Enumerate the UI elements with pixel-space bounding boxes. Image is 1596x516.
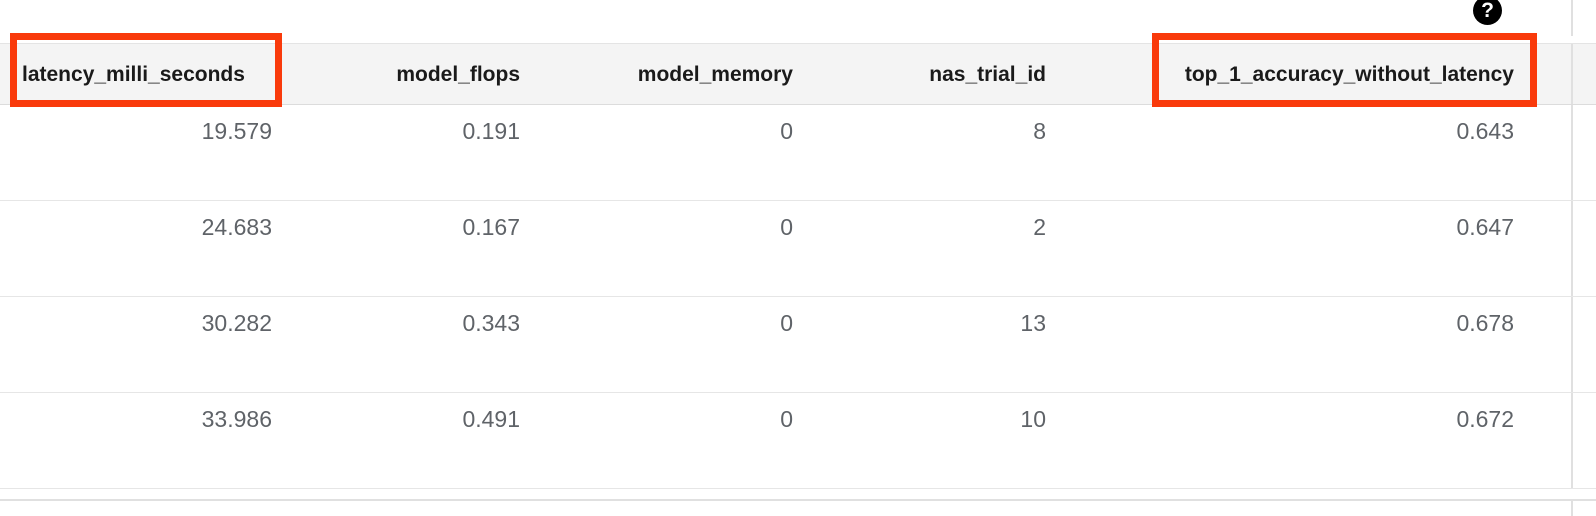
cell-model_memory: 0 <box>780 118 793 144</box>
column-divider <box>1571 105 1573 200</box>
cell-nas_trial_id: 10 <box>1020 406 1046 432</box>
table-top-strip: ? <box>0 0 1596 43</box>
table-bottom-rule <box>0 499 1596 501</box>
cell-model_flops: 0.191 <box>462 118 520 144</box>
column-header-latency_milli_seconds[interactable]: latency_milli_seconds <box>22 63 245 86</box>
column-header-nas_trial_id[interactable]: nas_trial_id <box>929 63 1046 86</box>
cell-latency_milli_seconds: 24.683 <box>201 214 272 240</box>
table-row[interactable]: 30.282 0.343 0 13 0.678 <box>0 297 1596 393</box>
column-divider <box>1571 201 1573 296</box>
column-header-model_memory[interactable]: model_memory <box>637 63 793 86</box>
cell-nas_trial_id: 13 <box>1020 310 1046 336</box>
cell-nas_trial_id: 2 <box>1033 214 1046 240</box>
cell-top_1_accuracy_without_latency: 0.647 <box>1456 214 1514 240</box>
column-header-model_flops[interactable]: model_flops <box>396 63 520 86</box>
column-divider <box>1571 44 1573 104</box>
cell-latency_milli_seconds: 19.579 <box>201 118 272 144</box>
cell-model_memory: 0 <box>780 406 793 432</box>
cell-model_flops: 0.491 <box>462 406 520 432</box>
table-row[interactable]: 19.579 0.191 0 8 0.643 <box>0 105 1596 201</box>
cell-latency_milli_seconds: 30.282 <box>201 310 272 336</box>
column-header-top_1_accuracy_without_latency[interactable]: top_1_accuracy_without_latency <box>1184 63 1514 86</box>
column-divider-top <box>1571 0 1573 36</box>
help-icon[interactable]: ? <box>1473 0 1502 25</box>
table-row[interactable]: 33.986 0.491 0 10 0.672 <box>0 393 1596 489</box>
cell-model_flops: 0.167 <box>462 214 520 240</box>
cell-top_1_accuracy_without_latency: 0.643 <box>1456 118 1514 144</box>
cell-nas_trial_id: 8 <box>1033 118 1046 144</box>
cell-top_1_accuracy_without_latency: 0.672 <box>1456 406 1514 432</box>
cell-top_1_accuracy_without_latency: 0.678 <box>1456 310 1514 336</box>
column-divider <box>1571 393 1573 488</box>
table-header-row: latency_milli_seconds model_flops model_me… <box>0 43 1596 105</box>
cell-latency_milli_seconds: 33.986 <box>201 406 272 432</box>
column-divider <box>1571 297 1573 392</box>
column-divider-bottom <box>1571 501 1573 516</box>
cell-model_flops: 0.343 <box>462 310 520 336</box>
cell-model_memory: 0 <box>780 214 793 240</box>
cell-model_memory: 0 <box>780 310 793 336</box>
table-row[interactable]: 24.683 0.167 0 2 0.647 <box>0 201 1596 297</box>
